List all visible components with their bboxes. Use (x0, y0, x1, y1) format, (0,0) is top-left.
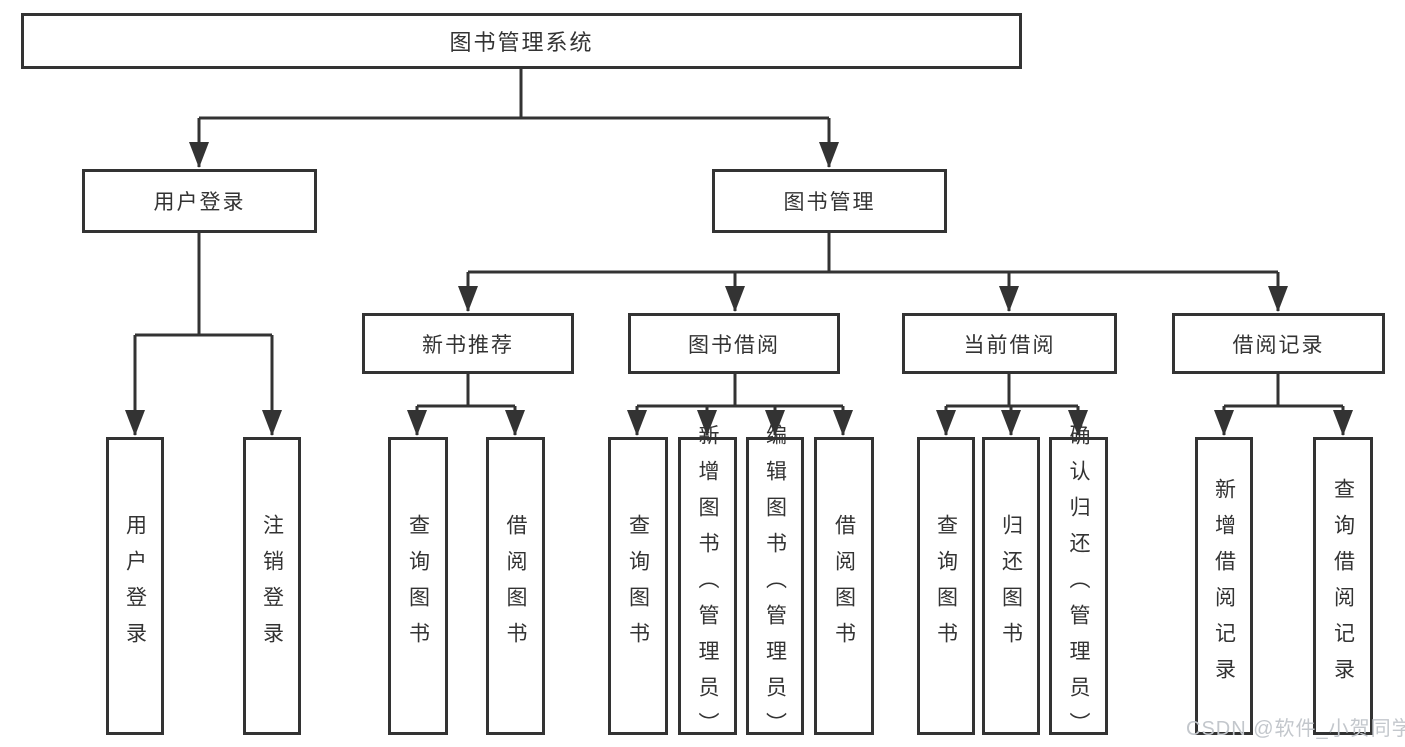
node-leaf-confirm-return-admin: 确认归还（管理员） (1049, 424, 1108, 747)
node-label: 当前借阅 (963, 333, 1056, 357)
node-leaf-add-books-admin: 新增图书（管理员） (678, 424, 737, 747)
node-leaf-edit-books-admin: 编辑图书（管理员） (746, 424, 804, 747)
node-label: 图书管理 (783, 191, 876, 214)
node-leaf-query-books-current: 查询图书 (917, 437, 975, 735)
node-label: 借阅图书 (832, 514, 856, 658)
node-label: 新书推荐 (422, 333, 514, 357)
node-leaf-add-borrow-record: 新增借阅记录 (1195, 437, 1253, 735)
node-label: 新增图书（管理员） (696, 424, 719, 747)
node-borrowing-records: 借阅记录 (1172, 313, 1385, 374)
node-leaf-return-books: 归还图书 (982, 437, 1040, 735)
node-label: 借阅记录 (1232, 333, 1325, 357)
node-leaf-query-books-borrow: 查询图书 (608, 437, 668, 735)
node-label: 用户登录 (123, 514, 147, 658)
node-leaf-query-books-recommend: 查询图书 (388, 437, 448, 735)
node-label: 查询借阅记录 (1331, 478, 1355, 694)
node-library-system: 图书管理系统 (21, 13, 1022, 69)
node-book-borrowing: 图书借阅 (628, 313, 840, 374)
connector-rails (135, 69, 1343, 408)
node-label: 查询图书 (934, 514, 958, 658)
node-label: 图书管理系统 (449, 30, 594, 55)
node-current-borrowing: 当前借阅 (902, 313, 1117, 374)
node-label: 注销登录 (260, 514, 284, 658)
node-leaf-query-borrow-record: 查询借阅记录 (1313, 437, 1373, 735)
node-book-management: 图书管理 (712, 169, 947, 233)
node-label: 编辑图书（管理员） (763, 424, 787, 747)
node-leaf-logout: 注销登录 (243, 437, 301, 735)
node-label: 查询图书 (406, 514, 430, 658)
node-user-login: 用户登录 (82, 169, 317, 233)
node-label: 新增借阅记录 (1212, 478, 1236, 694)
node-leaf-user-login: 用户登录 (106, 437, 164, 735)
node-leaf-borrow-books: 借阅图书 (814, 437, 874, 735)
node-label: 用户登录 (153, 191, 246, 214)
node-leaf-borrow-books-recommend: 借阅图书 (486, 437, 545, 735)
node-label: 归还图书 (999, 514, 1023, 658)
node-new-book-recommend: 新书推荐 (362, 313, 574, 374)
node-label: 查询图书 (626, 514, 650, 658)
node-label: 确认归还（管理员） (1067, 424, 1090, 747)
node-label: 借阅图书 (504, 514, 527, 658)
node-label: 图书借阅 (688, 333, 780, 357)
connector-arrows (125, 118, 1353, 436)
csdn-watermark: CSDN @软件_小贺同学 (1186, 718, 1405, 740)
